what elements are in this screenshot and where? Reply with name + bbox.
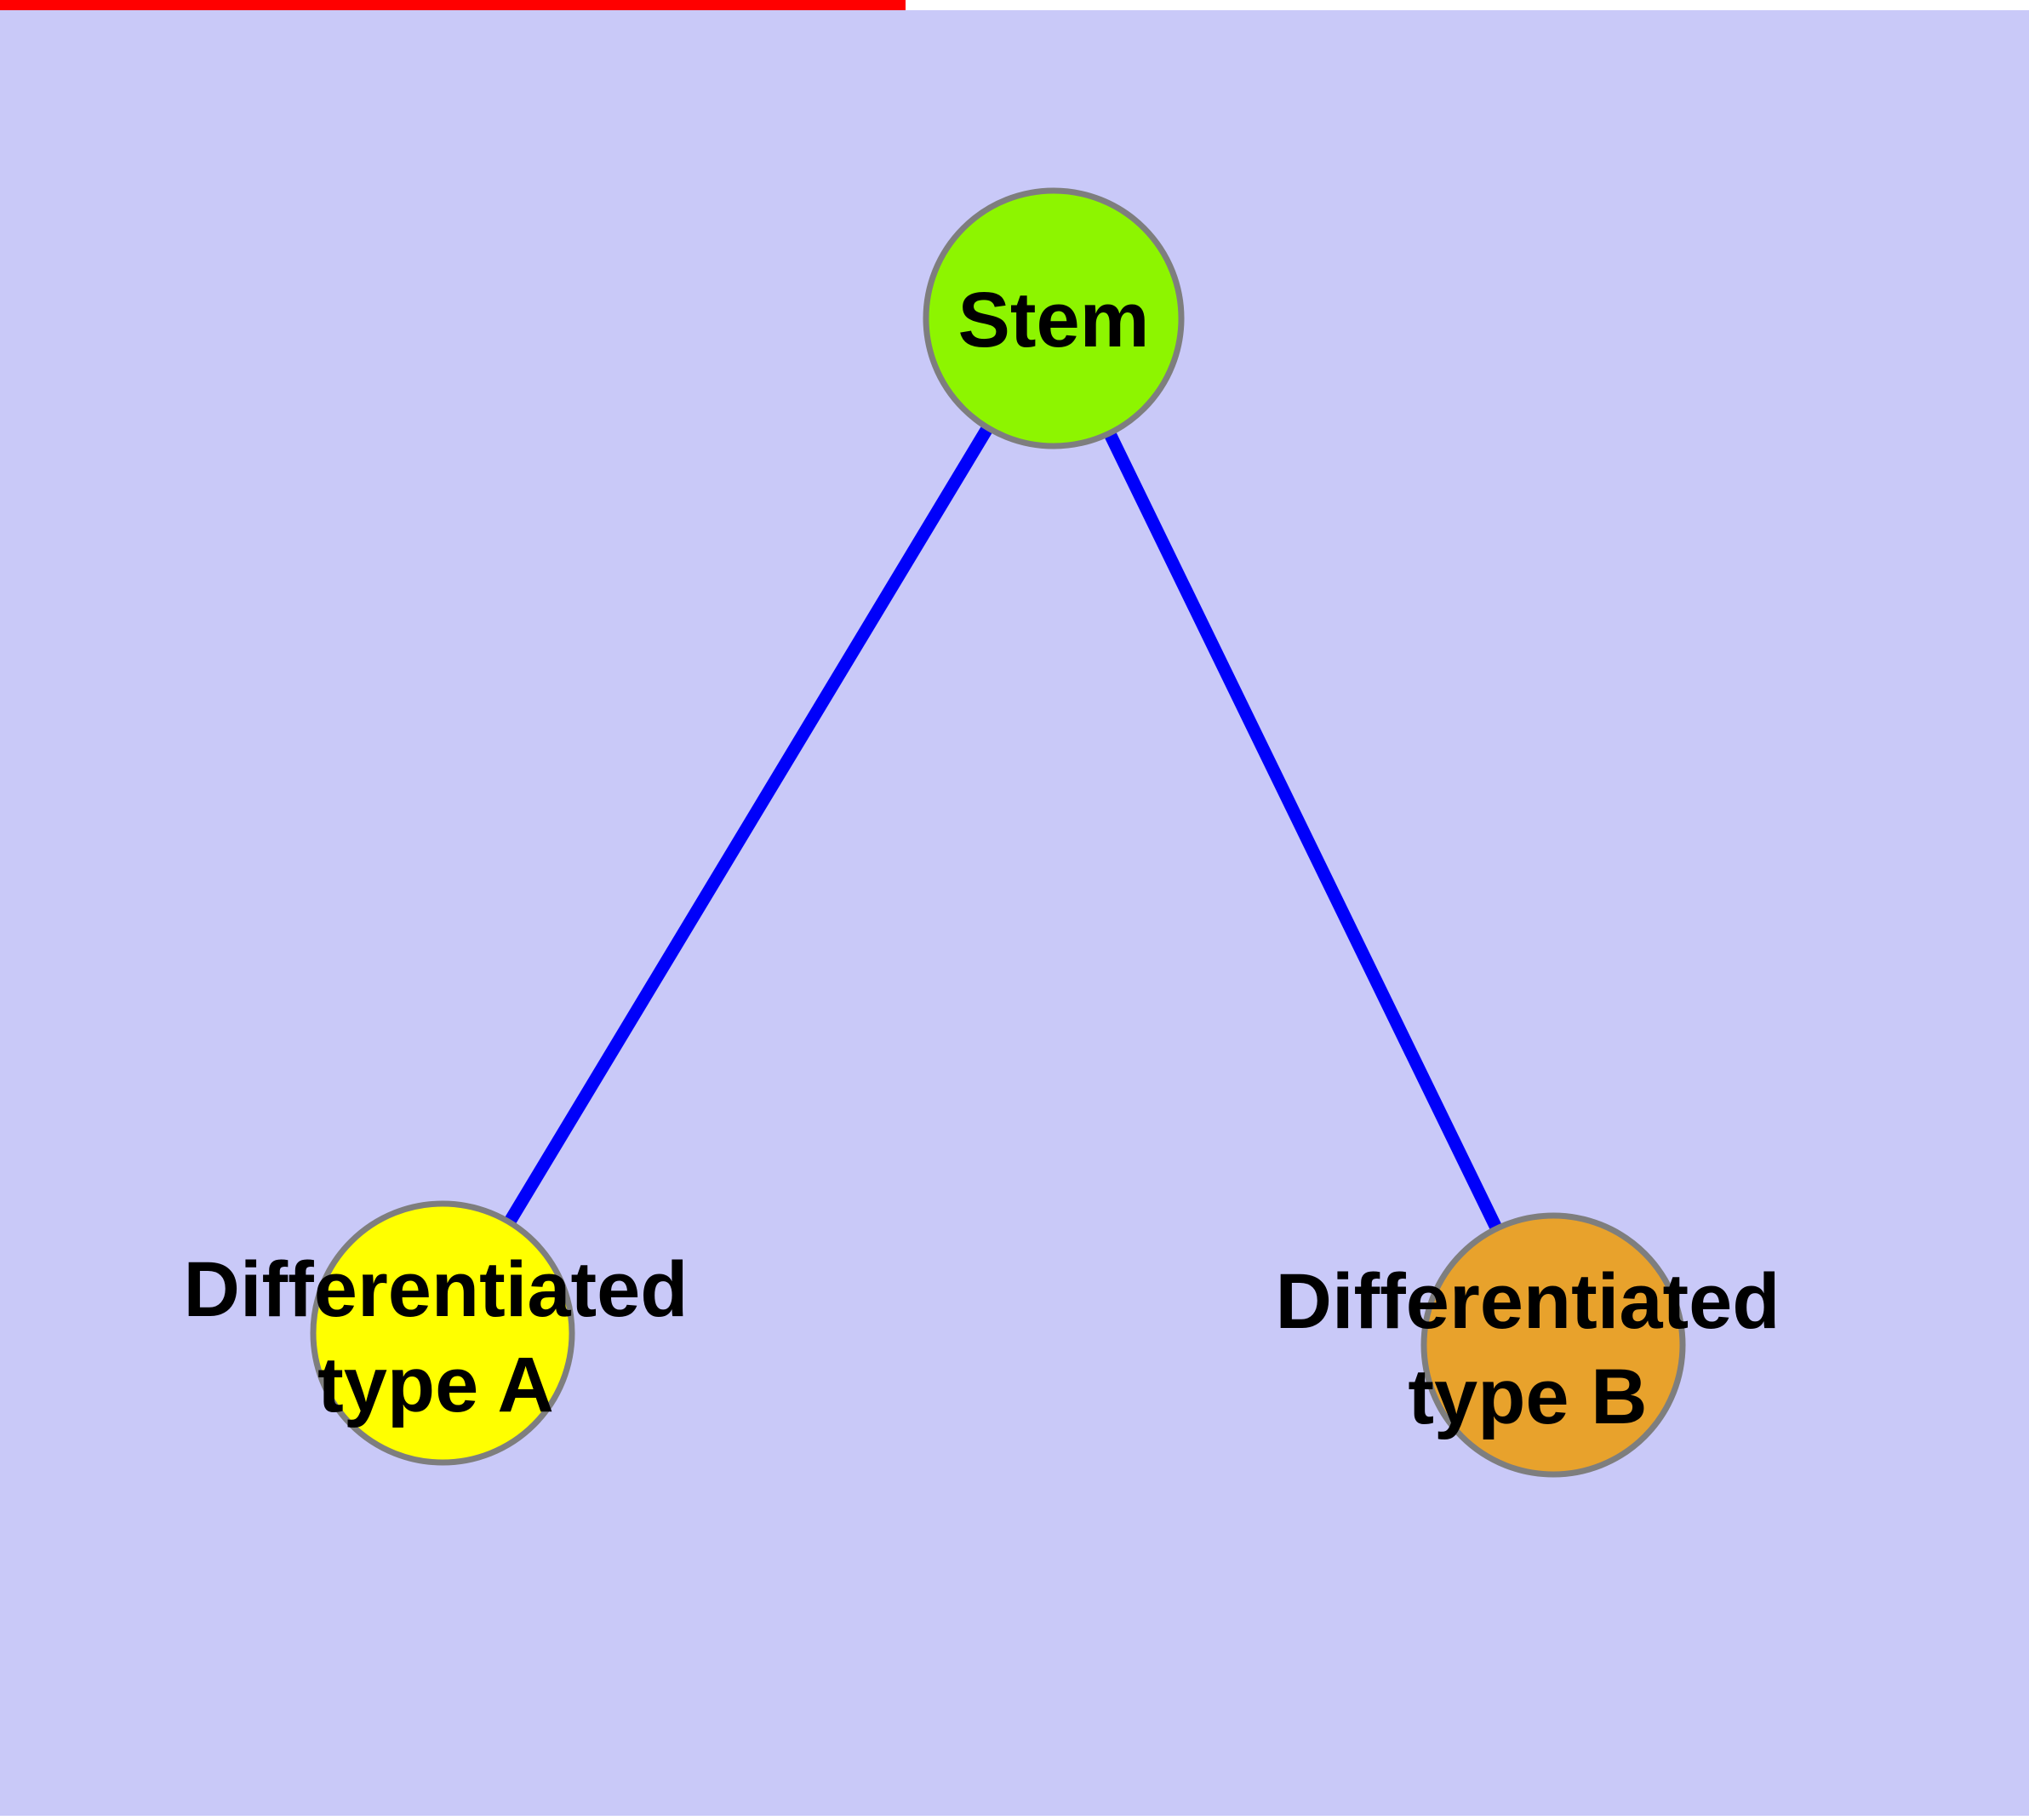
node-differentiated-type-b[interactable] bbox=[1420, 1212, 1686, 1478]
edge-stem-to-type-b bbox=[1048, 315, 1559, 1348]
node-differentiated-type-a[interactable] bbox=[310, 1200, 575, 1466]
node-type-a-label-line1: Differentiated bbox=[184, 1246, 689, 1333]
progress-bar bbox=[0, 0, 906, 10]
progress-track bbox=[906, 0, 2029, 10]
node-type-b-label-line2: type B bbox=[1408, 1354, 1647, 1440]
node-type-a-label-line2: type A bbox=[317, 1342, 554, 1428]
node-stem-label: Stem bbox=[958, 277, 1150, 363]
edge-stem-to-type-a bbox=[437, 315, 1060, 1336]
node-type-b-label-line1: Differentiated bbox=[1276, 1258, 1780, 1345]
node-stem[interactable] bbox=[923, 187, 1185, 449]
